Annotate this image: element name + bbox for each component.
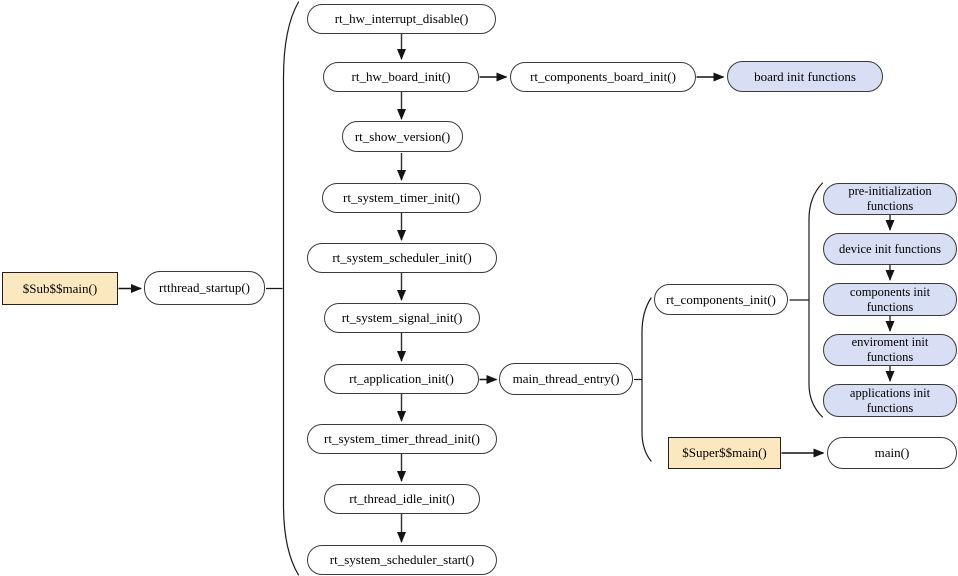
node-main-thread-entry: main_thread_entry() [499,363,633,395]
node-pre-initialization-functions: pre-initialization functions [823,183,957,215]
node-rt-show-version: rt_show_version() [342,121,463,152]
node-rt-components-init: rt_components_init() [654,284,788,315]
node-applications-init-functions: applications init functions [823,384,957,417]
node-rtthread-startup: rtthread_startup() [144,271,265,305]
node-rt-system-timer-thread-init: rt_system_timer_thread_init() [307,424,497,454]
node-main: main() [827,437,957,469]
node-enviroment-init-functions: enviroment init functions [823,334,957,366]
node-components-init-functions: components init functions [823,283,957,316]
brace-rtthread-startup-group [282,1,300,576]
node-rt-system-scheduler-init: rt_system_scheduler_init() [307,243,497,273]
node-board-init-functions: board init functions [727,61,883,92]
node-sub-main: $Sub$$main() [2,272,118,305]
node-super-main: $Super$$main() [668,437,781,469]
brace-main-thread-entry-group [641,297,652,462]
node-rt-system-signal-init: rt_system_signal_init() [324,303,480,333]
node-rt-system-scheduler-start: rt_system_scheduler_start() [307,545,497,575]
node-device-init-functions: device init functions [823,233,957,265]
node-rt-hw-interrupt-disable: rt_hw_interrupt_disable() [307,4,496,34]
node-rt-thread-idle-init: rt_thread_idle_init() [324,484,480,514]
node-rt-application-init: rt_application_init() [324,364,479,394]
node-rt-system-timer-init: rt_system_timer_init() [322,183,481,213]
node-rt-components-board-init: rt_components_board_init() [510,62,696,92]
node-rt-hw-board-init: rt_hw_board_init() [323,62,479,92]
brace-components-init-group [808,182,824,418]
